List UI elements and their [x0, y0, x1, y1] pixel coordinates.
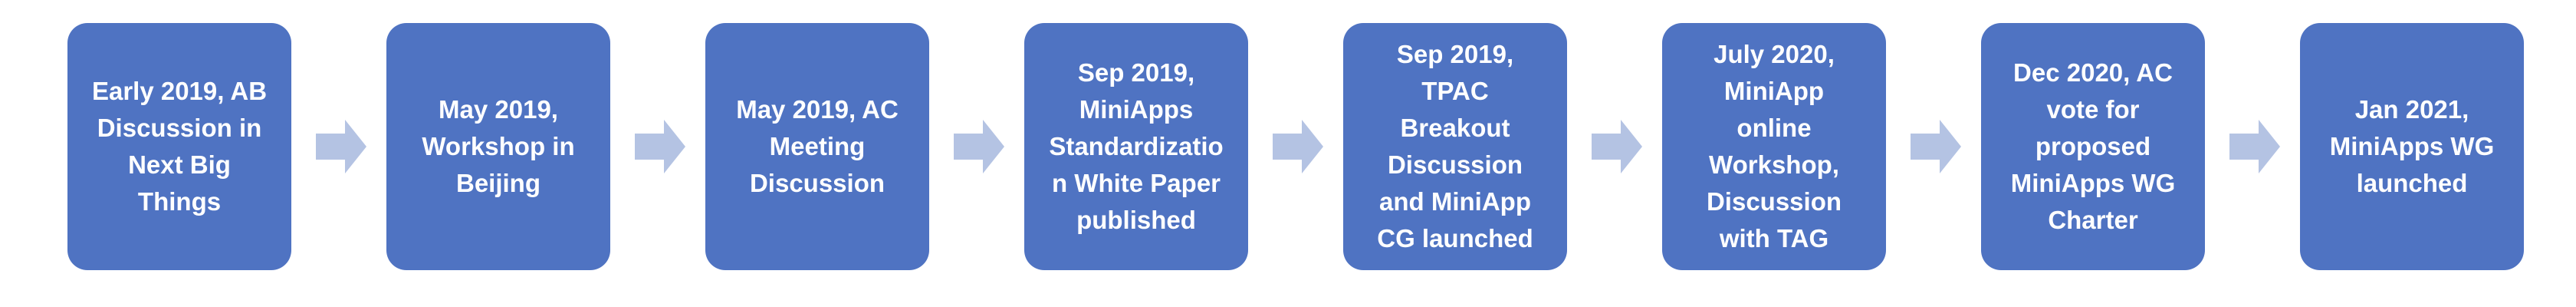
right-arrow-icon: [1273, 120, 1323, 173]
right-arrow-icon: [1592, 120, 1642, 173]
right-arrow-icon: [954, 120, 1004, 173]
right-arrow-icon: [635, 120, 685, 173]
right-arrow-icon: [1911, 120, 1961, 173]
right-arrow-icon: [316, 120, 366, 173]
right-arrow-icon: [2229, 120, 2280, 173]
